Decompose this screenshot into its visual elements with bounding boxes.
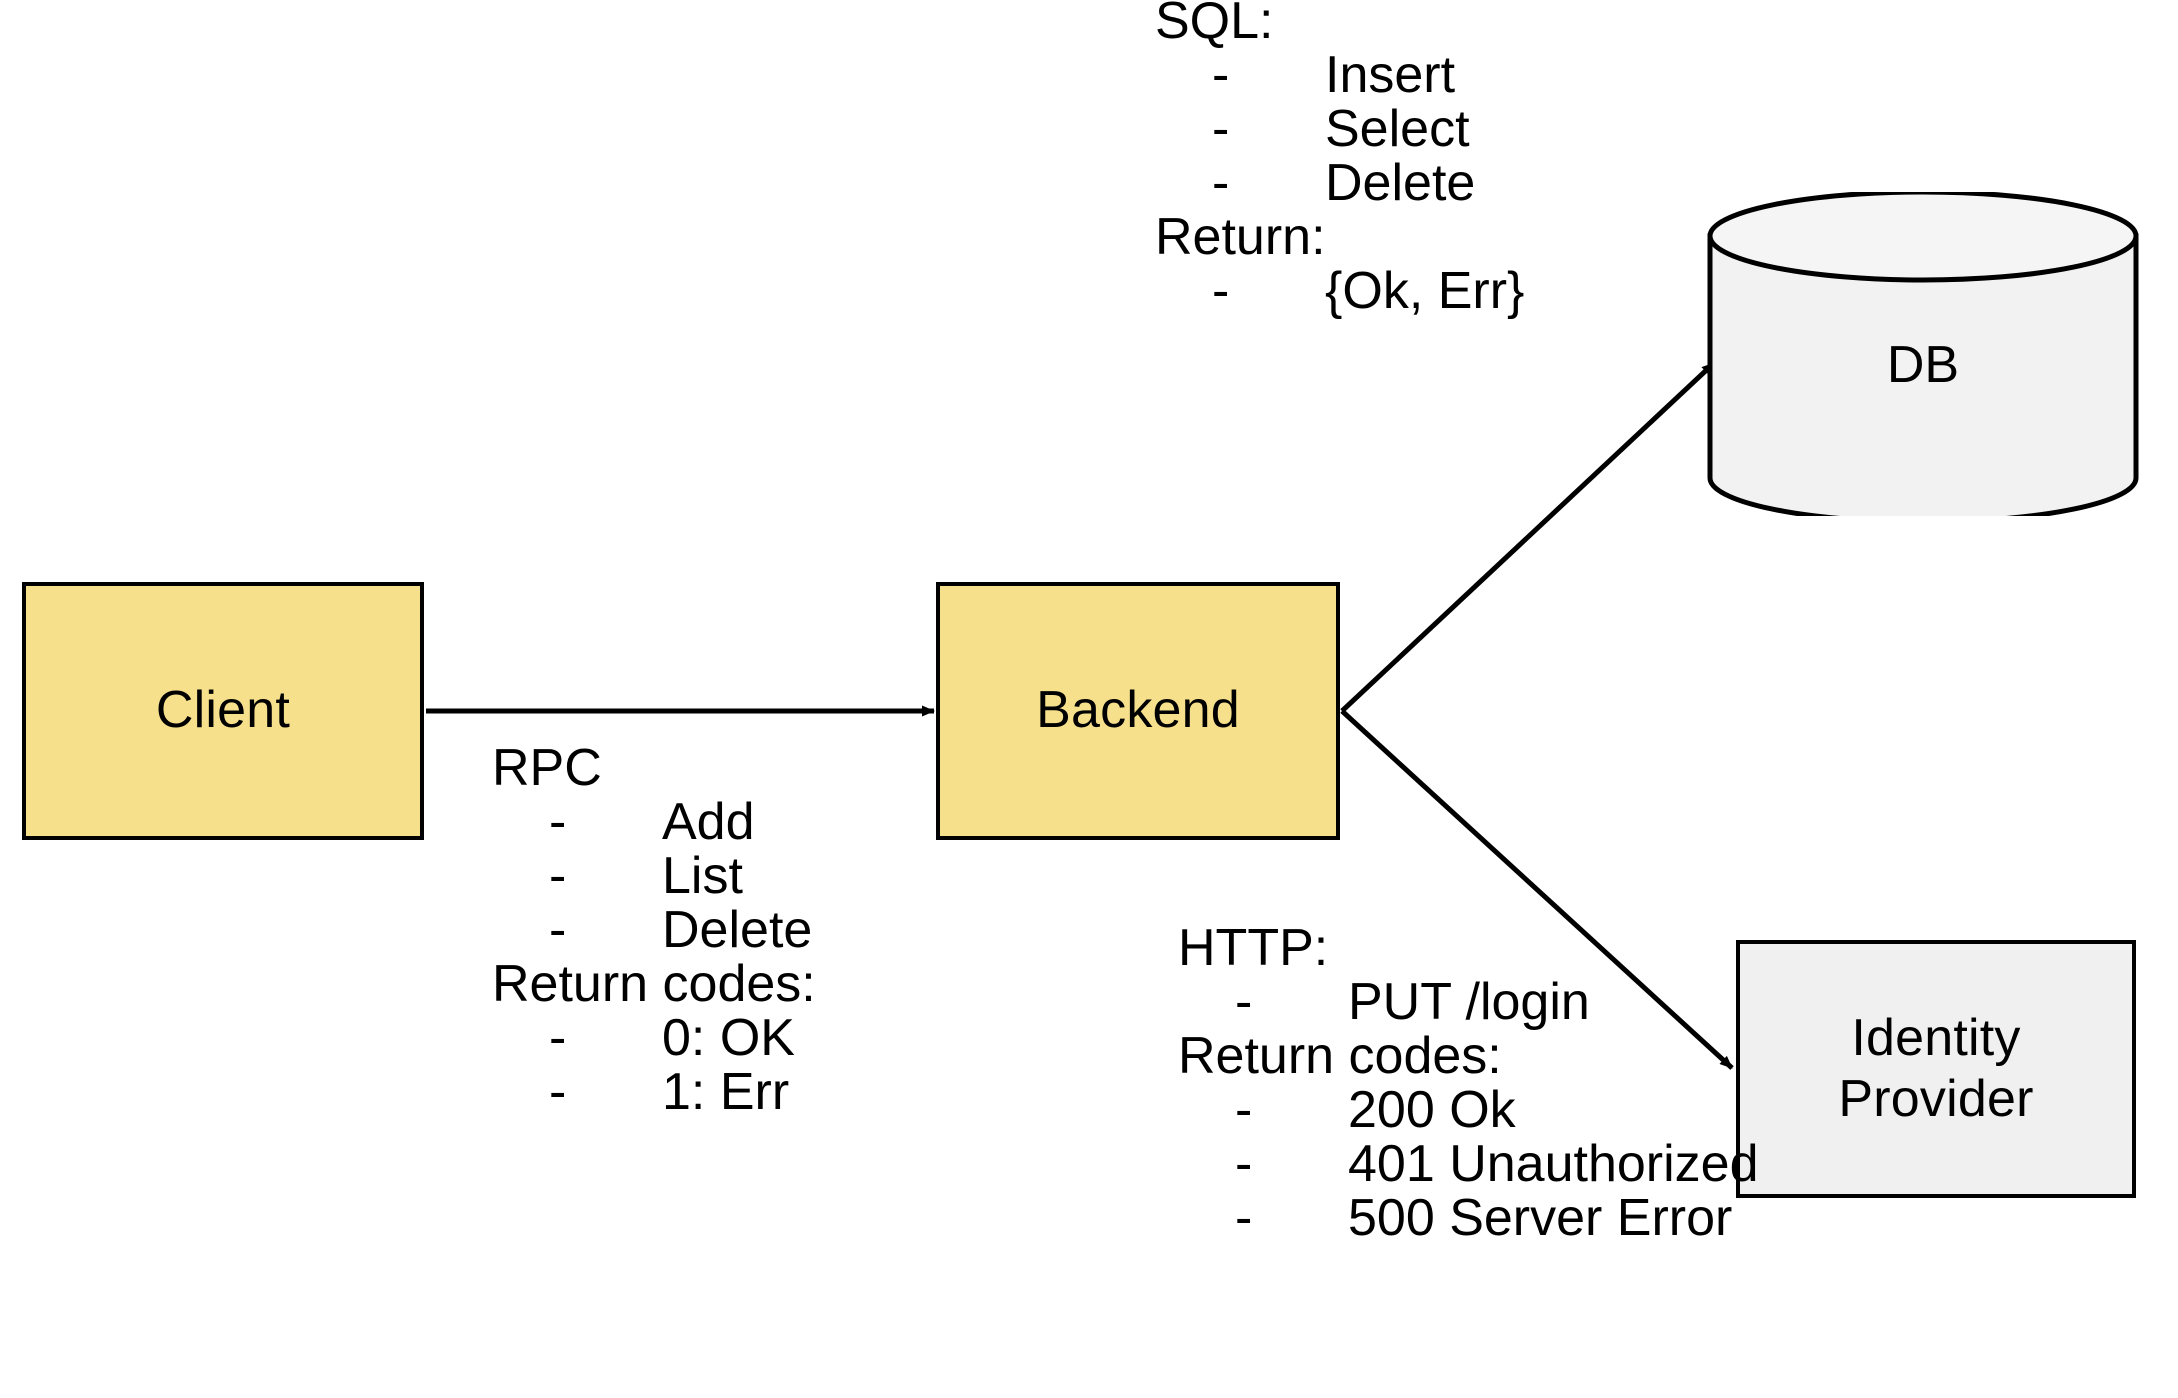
annotation-http-return-item: - 500 Server Error [1235, 1189, 1733, 1247]
annotation-sql-item: - Insert [1212, 46, 1456, 104]
annotation-http-item: - PUT /login [1235, 973, 1590, 1031]
annotation-http-return-item: - 200 Ok [1235, 1081, 1516, 1139]
node-identity-provider-label-line2: Provider [1838, 1070, 2034, 1128]
node-client-label: Client [155, 681, 291, 740]
node-db[interactable]: DB [1706, 192, 2140, 516]
annotation-sql-heading: SQL: [1155, 0, 1274, 50]
annotation-sql-return-item: - {Ok, Err} [1212, 262, 1525, 320]
annotation-http: HTTP: - PUT /login Return codes: - 200 O… [1178, 919, 1759, 1247]
node-db-label-wrap: DB [1706, 192, 2140, 516]
bullet-dash-icon: - [549, 793, 567, 851]
database-cylinder-icon [1707, 192, 2139, 516]
annotation-rpc-heading: RPC [492, 739, 602, 797]
bullet-dash-icon: - [1212, 100, 1230, 158]
node-identity-provider-label-line1: Identity [1851, 1008, 2021, 1067]
bullet-dash-icon: - [1212, 262, 1230, 320]
node-identity-provider[interactable]: Identity Provider [1736, 940, 2136, 1198]
annotation-http-heading: HTTP: [1178, 919, 1329, 977]
bullet-dash-icon: - [1235, 973, 1253, 1031]
annotation-rpc-item: - List [549, 847, 743, 905]
bullet-dash-icon: - [549, 1009, 567, 1067]
bullet-dash-icon: - [1212, 154, 1230, 212]
annotation-rpc: RPC - Add - List - Delete Return codes: … [492, 741, 816, 1119]
annotation-http-return-heading: Return codes: [1178, 1027, 1502, 1085]
annotation-rpc-item: - Add [549, 793, 755, 851]
bullet-dash-icon: - [1212, 46, 1230, 104]
node-db-label: DB [1886, 336, 1960, 394]
annotation-http-return-item: - 401 Unauthorized [1235, 1135, 1759, 1193]
node-backend-label: Backend [1036, 681, 1240, 740]
bullet-dash-icon: - [549, 1063, 567, 1121]
annotation-sql-item: - Select [1212, 100, 1470, 158]
annotation-sql-item: - Delete [1212, 154, 1476, 212]
node-backend[interactable]: Backend [936, 582, 1340, 840]
annotation-rpc-return-item: - 1: Err [549, 1063, 790, 1121]
annotation-rpc-return-item: - 0: OK [549, 1009, 795, 1067]
annotation-sql: SQL: - Insert - Select - Delete Return: … [1155, 0, 1525, 320]
bullet-dash-icon: - [1235, 1135, 1253, 1193]
bullet-dash-icon: - [549, 901, 567, 959]
annotation-rpc-return-heading: Return codes: [492, 955, 816, 1013]
node-identity-provider-label-wrap: Identity Provider [1838, 1008, 2033, 1131]
annotation-rpc-item: - Delete [549, 901, 813, 959]
bullet-dash-icon: - [549, 847, 567, 905]
annotation-sql-return-heading: Return: [1155, 208, 1326, 266]
bullet-dash-icon: - [1235, 1081, 1253, 1139]
bullet-dash-icon: - [1235, 1189, 1253, 1247]
edge-backend-to-db [1340, 361, 1716, 713]
node-client[interactable]: Client [22, 582, 424, 840]
